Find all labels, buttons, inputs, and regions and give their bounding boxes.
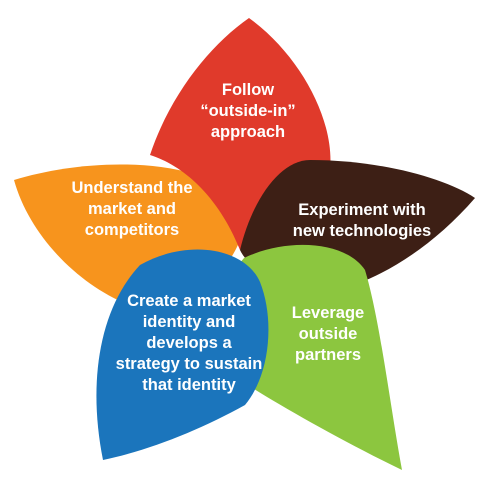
petal-green xyxy=(223,244,402,470)
petal-label-orange: Understand the market and competitors xyxy=(71,179,193,239)
petal-label-brown: Experiment with new technologies xyxy=(292,201,432,240)
petal-blue xyxy=(96,249,269,460)
petal-label-green: Leverage outside partners xyxy=(291,304,365,364)
petal-label-red: Follow “outside-in” approach xyxy=(200,81,296,141)
petal-label-blue: Create a market identity and develops a … xyxy=(115,292,263,394)
